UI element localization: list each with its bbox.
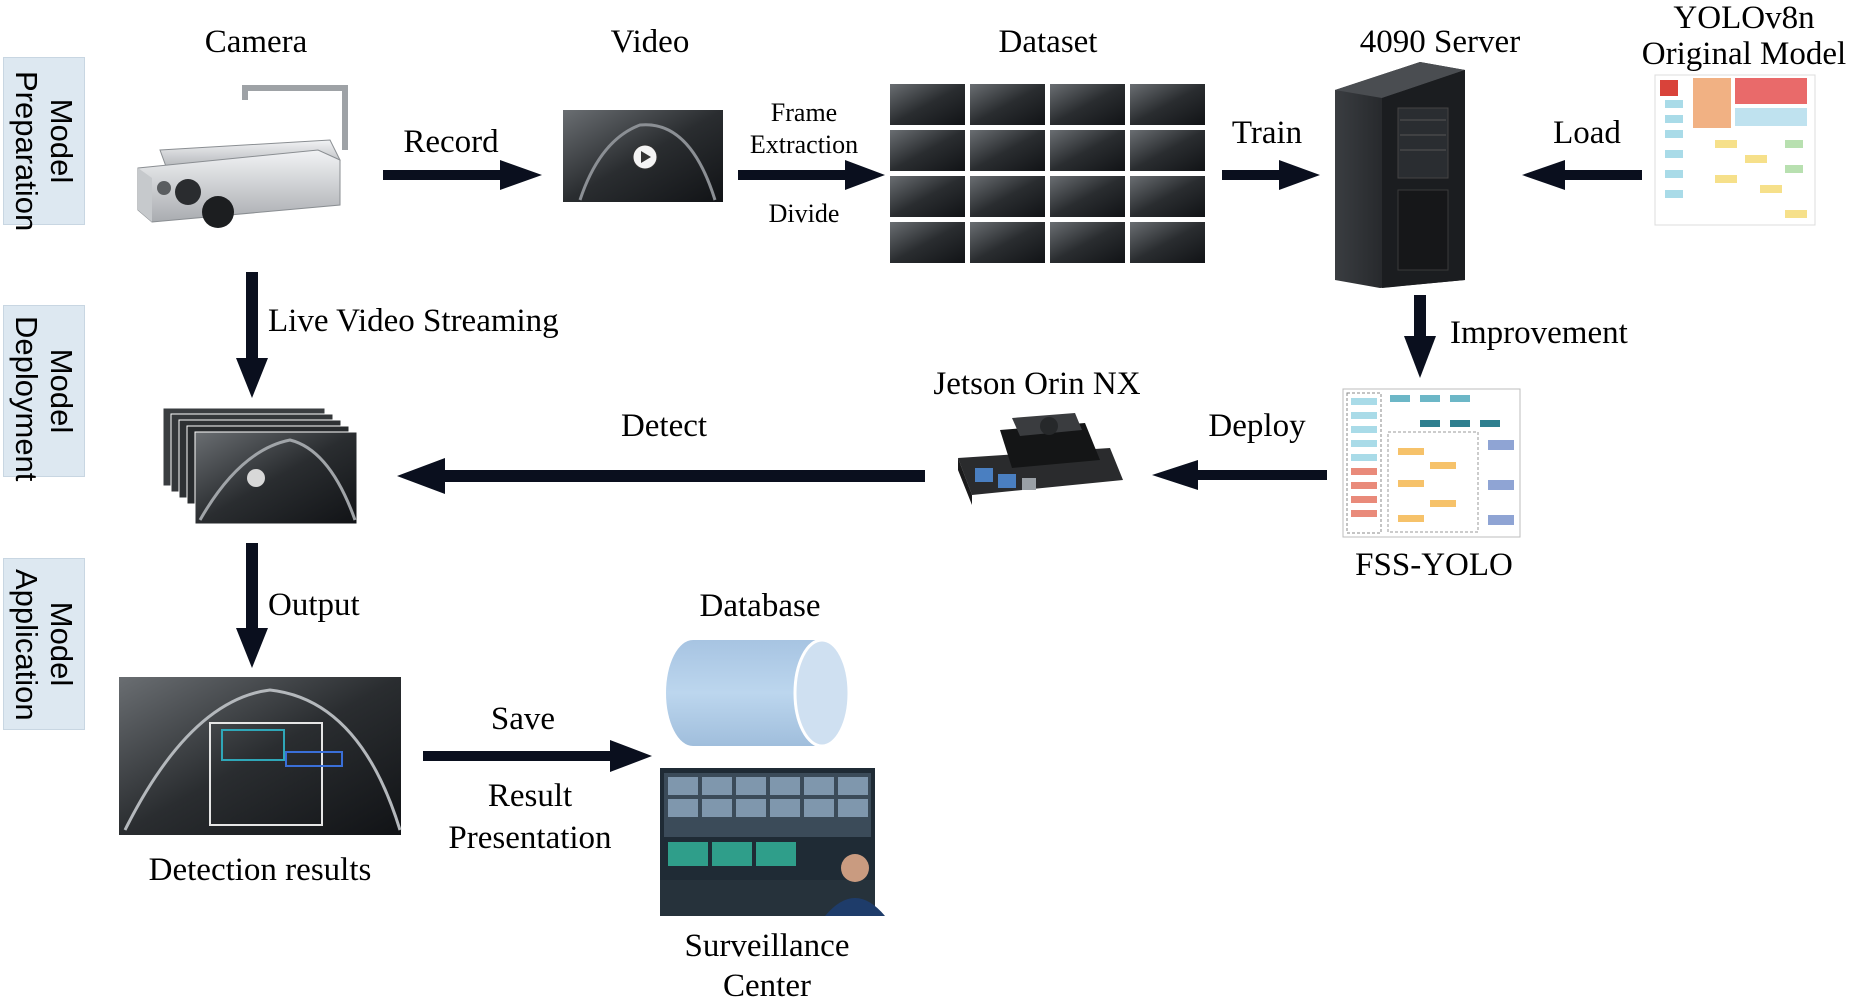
arrows <box>236 160 1642 772</box>
stage-model-application: Model Application <box>3 558 85 730</box>
load-label: Load <box>1553 115 1621 151</box>
train-label: Train <box>1231 115 1303 151</box>
divide-label: Divide <box>768 199 840 228</box>
record-label: Record <box>403 124 499 160</box>
result-presentation-label-line1: Result <box>487 778 573 814</box>
yolo-original-label-line1: YOLOv8n <box>1673 0 1815 36</box>
detection-result-image <box>119 677 402 835</box>
dataset-label: Dataset <box>998 24 1098 60</box>
improvement-label: Improvement <box>1450 315 1628 351</box>
result-presentation-label-line2: Presentation <box>448 820 612 856</box>
save-label: Save <box>490 701 556 737</box>
jetson-label: Jetson Orin NX <box>933 366 1141 402</box>
output-label: Output <box>268 587 360 623</box>
server-tower-icon <box>1335 62 1465 288</box>
yolov8n-architecture-thumbnail <box>1654 74 1816 226</box>
fss-yolo-label: FSS-YOLO <box>1355 547 1513 583</box>
detection-results-label: Detection results <box>148 852 372 888</box>
database-label: Database <box>699 588 821 624</box>
surveillance-label-line1: Surveillance <box>684 928 850 964</box>
video-frame-stack <box>162 407 358 525</box>
jetson-board-icon <box>958 413 1123 505</box>
deploy-label: Deploy <box>1208 408 1306 444</box>
bounding-box <box>209 722 323 826</box>
camera-icon <box>137 85 348 228</box>
stage-model-preparation: Model Preparation <box>3 57 85 231</box>
stage-model-deployment: Model Deployment <box>3 305 85 481</box>
database-icon <box>666 638 851 748</box>
dataset-grid <box>890 84 1205 263</box>
detect-label: Detect <box>620 408 708 444</box>
surveillance-label-line2: Center <box>723 968 811 1004</box>
frame-extraction-label-line2: Extraction <box>749 130 859 159</box>
surveillance-center-image <box>660 768 885 916</box>
video-thumbnail <box>563 110 723 202</box>
fss-yolo-architecture-thumbnail <box>1342 388 1521 538</box>
video-label: Video <box>610 24 690 60</box>
live-stream-label: Live Video Streaming <box>268 303 559 339</box>
yolo-original-label-line2: Original Model <box>1641 36 1847 72</box>
camera-label: Camera <box>204 24 308 60</box>
server-label: 4090 Server <box>1359 24 1521 60</box>
frame-extraction-label-line1: Frame <box>770 98 838 127</box>
